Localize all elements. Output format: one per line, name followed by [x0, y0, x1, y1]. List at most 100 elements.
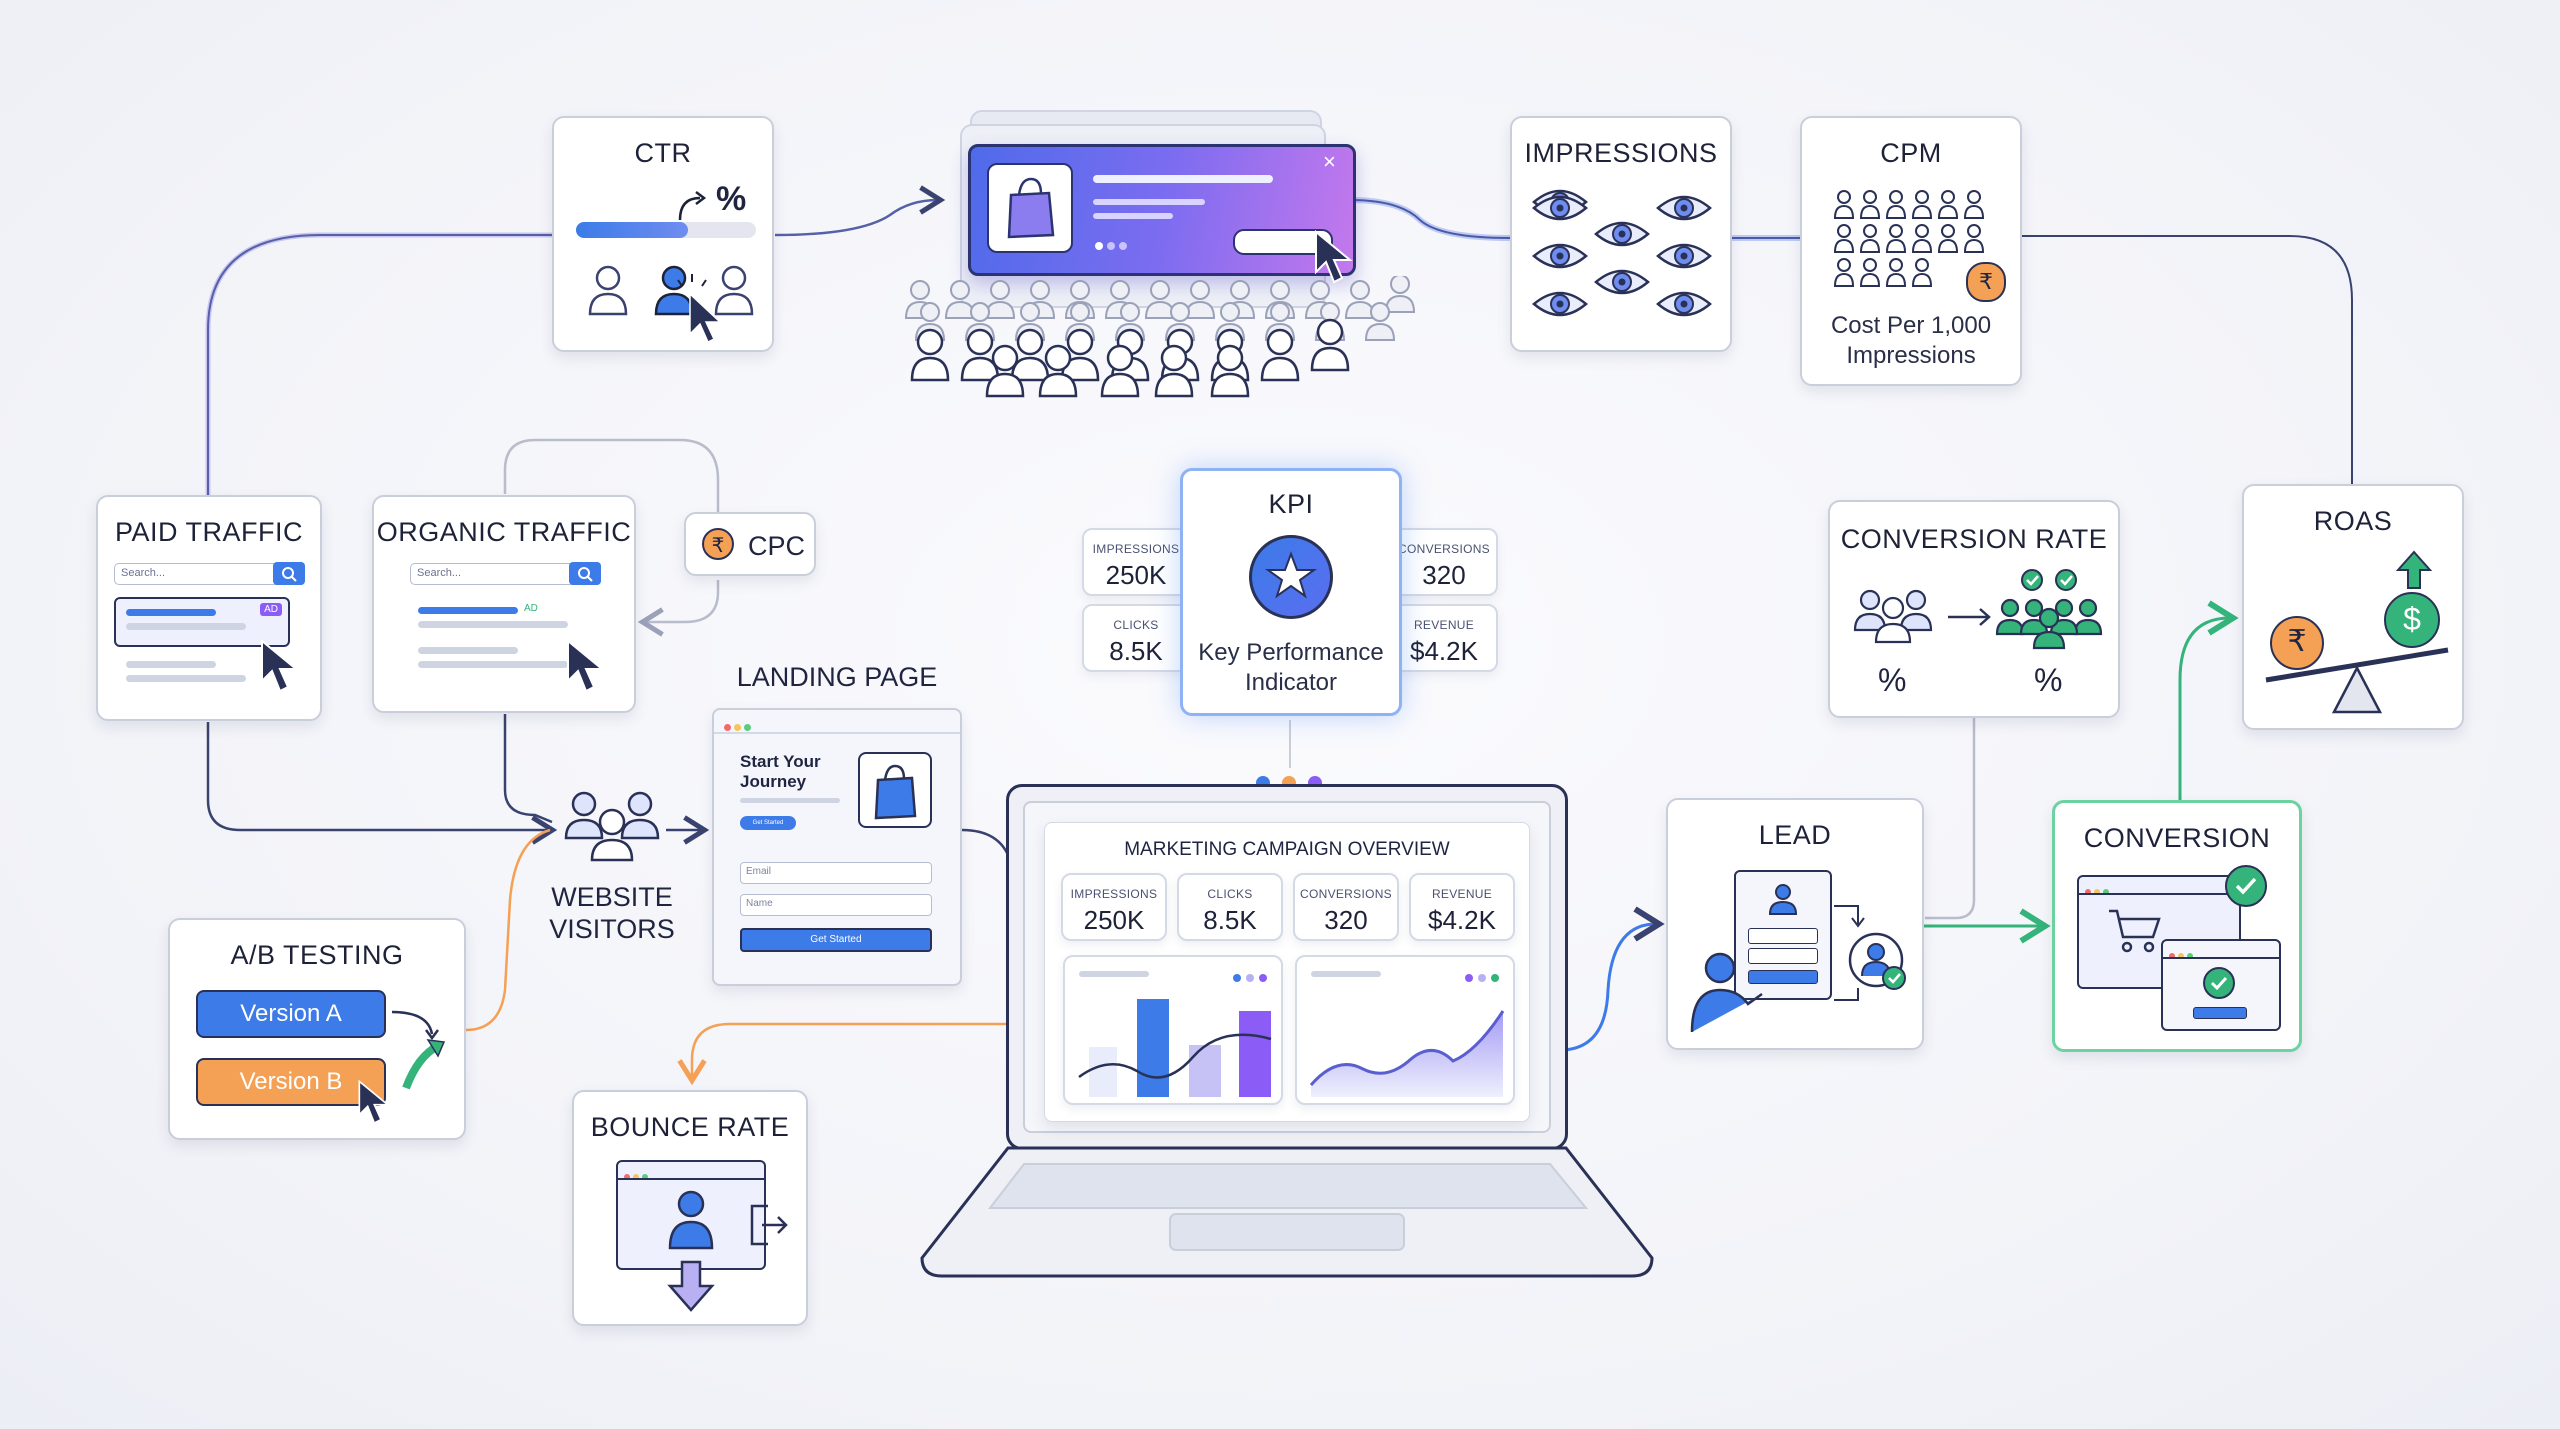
dashboard-stat-clicks[interactable]: CLICKS 8.5K	[1177, 873, 1283, 941]
checkmark-icon	[2203, 967, 2235, 999]
conversion-rate-card: CONVERSION RATE % %	[1828, 500, 2120, 718]
ad-banner[interactable]: ×	[968, 144, 1356, 276]
conversion-title: CONVERSION	[2083, 823, 2271, 853]
bar	[1239, 1011, 1271, 1097]
version-a-button[interactable]: Version A	[196, 990, 386, 1038]
dashboard-stat-impressions[interactable]: IMPRESSIONS 250K	[1061, 873, 1167, 941]
ad-text-line-2	[1093, 213, 1173, 219]
landing-product-image	[858, 752, 932, 828]
rupee-coin-icon: ₹	[2270, 616, 2324, 670]
close-icon[interactable]: ×	[1323, 149, 1336, 174]
balance-scale-icon	[2265, 647, 2449, 714]
impressions-card: IMPRESSIONS	[1510, 116, 1732, 352]
kpi-title: KPI	[1268, 489, 1314, 519]
wire-organic-to-cpc	[503, 438, 720, 520]
rupee-coin-icon: ₹	[702, 528, 734, 560]
wire-cpm-to-roas	[2020, 235, 2353, 484]
landing-cta-button[interactable]: Get Started	[740, 928, 932, 952]
dashboard-stat-conversions-value: 320	[1324, 905, 1368, 935]
checkmark-icon	[2225, 865, 2267, 907]
dollar-coin-icon: $	[2384, 592, 2440, 648]
organic-result-line-3	[418, 647, 518, 654]
wire-conversion-to-roas	[2178, 600, 2239, 800]
ad-carousel-dots	[1095, 237, 1127, 255]
star-icon	[1249, 535, 1333, 619]
roas-card: ROAS $ ₹	[2242, 484, 2464, 730]
conversion-rate-percent-left: %	[1878, 662, 1907, 698]
dashboard-stat-impressions-value: 250K	[1083, 905, 1145, 935]
group-icon	[1853, 589, 1933, 644]
lead-verified-user-icon	[1834, 905, 1906, 1001]
kpi-stat-conversions-label: CONVERSIONS	[1398, 542, 1490, 556]
website-visitors-label-line1: WEBSITE	[551, 882, 673, 912]
organic-traffic-card: ORGANIC TRAFFIC Search... AD	[372, 495, 636, 713]
landing-headline-line1: Start Your	[740, 752, 821, 771]
kpi-stat-clicks: CLICKS 8.5K	[1082, 604, 1190, 672]
kpi-caption-line2: Indicator	[1244, 669, 1338, 696]
audience-grid-icon	[1833, 190, 1984, 287]
kpi-stat-impressions-value: 250K	[1105, 560, 1167, 590]
cursor-icon	[358, 1079, 390, 1125]
kpi-stat-revenue-value: $4.2K	[1410, 636, 1478, 666]
dashboard-stat-revenue-value: $4.2K	[1428, 905, 1496, 935]
kpi-caption-line1: Key Performance	[1198, 639, 1384, 666]
shopping-bag-icon	[874, 764, 917, 820]
dashboard-panel: MARKETING CAMPAIGN OVERVIEW IMPRESSIONS …	[1044, 822, 1530, 1122]
bounce-rate-card: BOUNCE RATE	[572, 1090, 808, 1326]
dashboard-stat-conversions-label: CONVERSIONS	[1300, 887, 1392, 901]
organic-result-line	[418, 607, 518, 614]
paid-traffic-title: PAID TRAFFIC	[114, 517, 303, 547]
landing-email-placeholder: Email	[746, 866, 772, 877]
paid-search-input[interactable]: Search...	[114, 562, 305, 585]
organic-result-line-4	[418, 661, 568, 668]
kpi-stat-clicks-value: 8.5K	[1109, 636, 1163, 666]
paid-ad-result[interactable]: AD	[114, 597, 290, 647]
impressions-title: IMPRESSIONS	[1524, 138, 1718, 168]
dashboard-stat-conversions[interactable]: CONVERSIONS 320	[1293, 873, 1399, 941]
user-icon	[668, 1190, 714, 1250]
user-icon	[1768, 884, 1798, 915]
roas-title: ROAS	[2313, 506, 2393, 536]
cursor-icon	[567, 638, 605, 693]
wire-organic-to-visitors	[503, 714, 553, 824]
dashboard-stat-revenue[interactable]: REVENUE $4.2K	[1409, 873, 1515, 941]
dashboard-stat-revenue-label: REVENUE	[1431, 887, 1493, 901]
shopping-bag-icon	[1007, 177, 1055, 239]
wire-convrate-to-conversion	[1925, 718, 1976, 920]
up-arrow-icon	[2396, 550, 2432, 589]
version-b-button[interactable]: Version B	[196, 1058, 386, 1106]
search-icon[interactable]	[569, 562, 601, 585]
shopping-cart-icon	[2109, 909, 2161, 953]
cpm-title: CPM	[1880, 138, 1942, 168]
landing-small-button[interactable]: Get Started	[740, 816, 796, 830]
kpi-stat-conversions: CONVERSIONS 320	[1390, 528, 1498, 596]
kpi-stat-revenue-label: REVENUE	[1413, 618, 1475, 632]
lead-person-icon	[1690, 952, 1763, 1033]
down-arrow-icon	[667, 1260, 715, 1312]
laptop-base	[920, 1146, 1654, 1278]
landing-page-window: Start Your Journey Get Started Email Nam…	[712, 708, 962, 986]
conversion-card: CONVERSION	[2052, 800, 2302, 1052]
organic-search-input[interactable]: Search...	[410, 562, 601, 585]
landing-email-field[interactable]: Email	[740, 862, 932, 884]
dashboard-title: MARKETING CAMPAIGN OVERVIEW	[1124, 839, 1450, 860]
cpm-caption-line2: Impressions	[1846, 342, 1976, 369]
wire-ctr-to-ad	[774, 185, 946, 237]
landing-name-field[interactable]: Name	[740, 894, 932, 916]
cpc-label: CPC	[748, 531, 806, 561]
organic-traffic-title: ORGANIC TRAFFIC	[376, 517, 632, 547]
paid-result-line-2	[126, 675, 246, 682]
wire-paid-to-visitors	[206, 722, 558, 845]
dashboard-area-chart	[1295, 955, 1515, 1105]
lead-card: LEAD	[1666, 798, 1924, 1050]
organic-ad-label: AD	[524, 603, 538, 614]
website-visitors-icon	[564, 791, 660, 862]
ad-text-line	[1093, 199, 1205, 205]
lead-form-document	[1734, 870, 1832, 1000]
ctr-arrow-icon	[678, 191, 707, 221]
kpi-stat-revenue: REVENUE $4.2K	[1390, 604, 1498, 672]
paid-result-line	[126, 661, 216, 668]
search-icon[interactable]	[273, 562, 305, 585]
dashboard-bar-chart	[1063, 955, 1283, 1105]
rupee-coin-icon: ₹	[1966, 262, 2006, 302]
